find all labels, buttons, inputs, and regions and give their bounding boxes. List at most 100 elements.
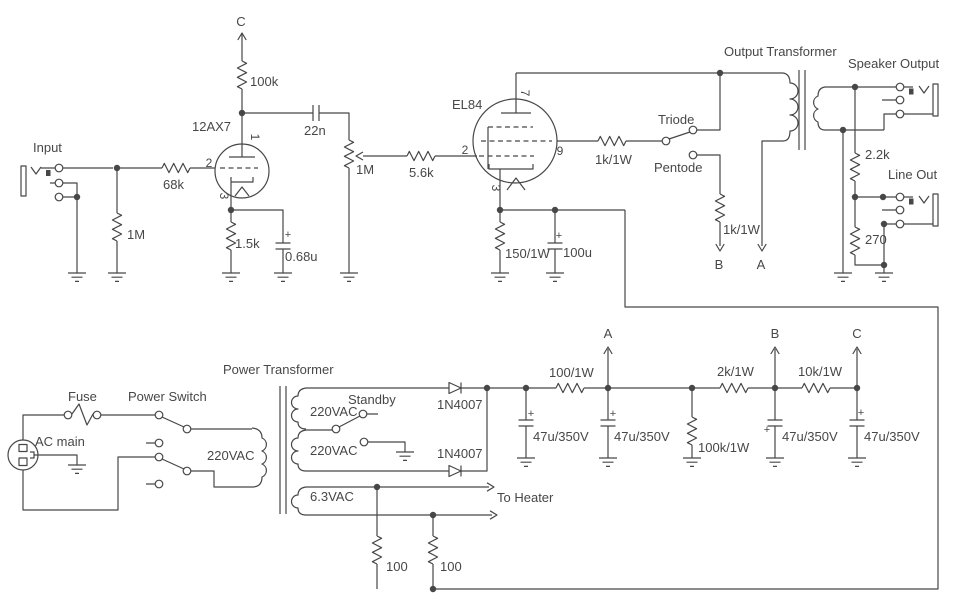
pin-label-plate: 7 <box>518 90 532 97</box>
bleeder-resistor <box>686 416 698 446</box>
potentiometer-label: 1M <box>356 162 374 177</box>
switch-blade <box>338 415 361 428</box>
ground-symbol <box>339 272 359 282</box>
tube-plate <box>501 73 531 114</box>
diode-2-label: 1N4007 <box>437 446 483 461</box>
ground-symbol <box>545 272 565 282</box>
jack-ring-terminal <box>895 205 905 215</box>
wire <box>230 209 284 273</box>
ground-symbol <box>273 272 293 282</box>
hv-winding-2-label: 220VAC <box>310 443 357 458</box>
tube-cathode <box>488 164 534 210</box>
switch-blade <box>161 458 185 470</box>
node-b-label: B <box>771 326 780 341</box>
wire <box>854 87 933 273</box>
switch-pole-terminal <box>661 136 671 146</box>
wire <box>22 414 155 511</box>
capacitor-22n <box>312 105 320 121</box>
pot-wiper-arrow <box>355 151 364 161</box>
filter-cap-1-label: 47u/350V <box>533 429 589 444</box>
polarity-plus: + <box>528 408 534 420</box>
capacitor-0u68-label: 0.68u <box>285 249 318 264</box>
secondary-winding-coil <box>813 86 826 131</box>
standby-pole-terminal <box>331 424 341 434</box>
switch-pentode-terminal <box>688 150 698 160</box>
fuse-terminal <box>92 410 102 420</box>
tube-heater <box>506 177 526 191</box>
mode-switch: 1k/1W Triode Pentode 1k/1W B <box>557 76 761 272</box>
jack-body <box>20 165 27 197</box>
junction-dot <box>839 126 847 134</box>
resistor-100-1w <box>555 382 585 394</box>
ground-symbol <box>598 457 618 467</box>
wire <box>146 442 155 485</box>
tube-label: 12AX7 <box>192 119 231 134</box>
preamp-cathode-circuit: + 1.5k 0.68u <box>221 206 318 282</box>
resistor-pentode-1k <box>714 193 726 223</box>
jack-ring-terminal <box>895 95 905 105</box>
diode-1n4007 <box>448 464 462 478</box>
cathode-return-wire <box>433 210 939 590</box>
switch-blade <box>161 416 185 428</box>
polarity-plus: + <box>556 230 562 242</box>
wire <box>367 413 406 452</box>
heater-winding-label: 6.3VAC <box>310 489 354 504</box>
ground-symbol <box>765 457 785 467</box>
resistor-10k-1w <box>801 382 831 394</box>
resistor-1k5-label: 1.5k <box>235 236 260 251</box>
primary-winding-coil <box>761 72 799 246</box>
junction-dot <box>716 69 724 77</box>
resistor-2k2-label: 2.2k <box>865 147 890 162</box>
resistor-2k2 <box>849 152 861 182</box>
jack-tip-contact <box>30 166 42 175</box>
input-jack: Input 68k 1M <box>20 140 215 282</box>
feed-node-a-label: A <box>757 257 766 272</box>
junction-dot <box>880 220 888 228</box>
jack-tip-terminal <box>895 82 905 92</box>
junction-dot <box>880 261 888 269</box>
resistor-270 <box>849 226 861 256</box>
filter-cap-4-label: 47u/350V <box>864 429 920 444</box>
humdinger-r2-label: 100 <box>440 559 462 574</box>
tube-el84: 2 9 7 3 EL84 <box>452 73 564 210</box>
pin-label-cathode: 3 <box>489 185 503 192</box>
ground-symbol <box>67 464 87 474</box>
ac-plug-prong <box>18 443 28 453</box>
wire <box>41 167 215 273</box>
wire <box>191 428 252 488</box>
filter-r3-label: 10k/1W <box>798 364 843 379</box>
jack-spring-icon <box>909 198 914 205</box>
node-arrow-shaft <box>607 349 858 388</box>
input-label: Input <box>33 140 62 155</box>
fuse-label: Fuse <box>68 389 97 404</box>
output-transformer-label: Output Transformer <box>724 44 837 59</box>
tube-label: EL84 <box>452 97 482 112</box>
resistor-1M-label: 1M <box>127 227 145 242</box>
jack-ring-terminal <box>54 178 64 188</box>
power-transformer: 220VAC Power Transformer 220VAC 220VAC 6… <box>191 362 357 516</box>
pentode-resistor-label: 1k/1W <box>723 222 761 237</box>
polarity-plus: + <box>764 424 770 436</box>
resistor-screen-1k <box>597 135 627 147</box>
jack-body <box>932 193 939 227</box>
standby-label: Standby <box>348 392 396 407</box>
wire <box>376 487 434 589</box>
pin-label-plate: 1 <box>248 134 262 141</box>
polarity-plus: + <box>610 408 616 420</box>
junction-dot <box>73 193 81 201</box>
line-out-label: Line Out <box>888 167 938 182</box>
jack-sleeve-terminal <box>895 219 905 229</box>
preamp-plate-circuit: C 100k <box>236 14 279 117</box>
power-switch-terminal <box>182 466 192 476</box>
resistor-5k6 <box>406 150 436 162</box>
wire <box>306 486 492 516</box>
power-switch-terminal <box>182 424 192 434</box>
humdinger-resistor <box>371 535 383 565</box>
wire <box>697 76 721 246</box>
jack-body <box>932 83 939 117</box>
resistor-68k-label: 68k <box>163 177 184 192</box>
junction-dot <box>879 193 887 201</box>
jack-sleeve-terminal <box>895 109 905 119</box>
resistor-2k-1w <box>719 382 749 394</box>
pin-label-grid: 2 <box>206 156 213 170</box>
